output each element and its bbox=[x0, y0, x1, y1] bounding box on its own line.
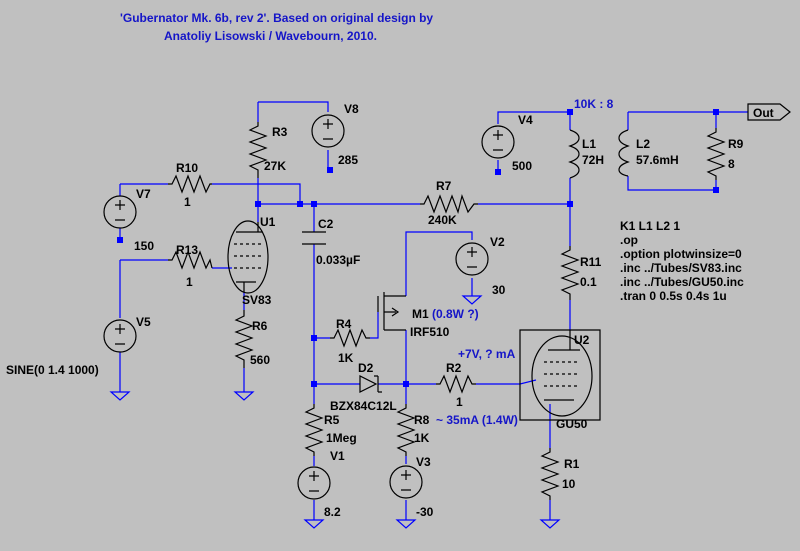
label-c2-value: 0.033µF bbox=[316, 253, 360, 267]
label-l1-name: L1 bbox=[582, 137, 596, 151]
label-v1-name: V1 bbox=[330, 449, 345, 463]
directive-line: K1 L1 L2 1 bbox=[620, 219, 680, 233]
label-v3-value: -30 bbox=[416, 505, 434, 519]
resistor-R4 bbox=[330, 328, 370, 348]
label-l2-value: 57.6mH bbox=[636, 153, 679, 167]
resistor-R7 bbox=[420, 193, 478, 215]
component-labels: R3 27K V8 285 R10 1 V7 150 R13 1 V5 SINE… bbox=[6, 97, 744, 519]
title-line-2: Anatoliy Lisowski / Wavebourn, 2010. bbox=[164, 29, 377, 43]
label-v5-name: V5 bbox=[136, 315, 151, 329]
label-v7-value: 150 bbox=[134, 239, 154, 253]
label-r11-value: 0.1 bbox=[580, 275, 597, 289]
label-r2-note: +7V, ? mA bbox=[458, 347, 516, 361]
title-line-1: 'Gubernator Mk. 6b, rev 2'. Based on ori… bbox=[120, 11, 433, 25]
resistor-R2 bbox=[436, 374, 476, 394]
label-r9-value: 8 bbox=[728, 157, 735, 171]
label-v8-value: 285 bbox=[338, 153, 358, 167]
label-v3-name: V3 bbox=[416, 455, 431, 469]
resistor-R11 bbox=[560, 246, 580, 300]
label-r13-name: R13 bbox=[176, 243, 198, 257]
label-l2-name: L2 bbox=[636, 137, 650, 151]
label-u2-name: U2 bbox=[574, 333, 590, 347]
label-r8-value: 1K bbox=[414, 431, 430, 445]
label-u1-value: SV83 bbox=[242, 293, 272, 307]
label-r4-value: 1K bbox=[338, 351, 354, 365]
label-u1-name: U1 bbox=[260, 215, 276, 229]
directive-line: .option plotwinsize=0 bbox=[620, 247, 742, 261]
resistor-R5 bbox=[304, 404, 324, 456]
label-r1-name: R1 bbox=[564, 457, 580, 471]
label-r4-name: R4 bbox=[336, 317, 352, 331]
directive-line: .inc ../Tubes/SV83.inc bbox=[620, 261, 742, 275]
label-transformer-ratio: 10K : 8 bbox=[574, 97, 614, 111]
resistor-R10 bbox=[168, 174, 212, 194]
mosfet-M1 bbox=[377, 292, 406, 331]
label-m1-name: M1 bbox=[412, 307, 429, 321]
directive-line: .op bbox=[620, 233, 638, 247]
junctions bbox=[117, 109, 719, 387]
source-V4 bbox=[481, 125, 515, 159]
label-d2-value: BZX84C12L bbox=[330, 399, 397, 413]
label-m1-value: IRF510 bbox=[410, 325, 450, 339]
label-l1-value: 72H bbox=[582, 153, 604, 167]
inductor-L2 bbox=[618, 129, 630, 177]
label-r1-value: 10 bbox=[562, 477, 576, 491]
label-r7-value: 240K bbox=[428, 213, 457, 227]
output-port[interactable]: Out bbox=[747, 103, 791, 121]
source-V8 bbox=[311, 114, 345, 148]
label-m1-note: (0.8W ?) bbox=[432, 307, 479, 321]
directive-line: .inc ../Tubes/GU50.inc bbox=[620, 275, 744, 289]
source-V1 bbox=[297, 466, 331, 500]
resistor-R9 bbox=[706, 128, 726, 180]
spice-directives: K1 L1 L2 1 .op .option plotwinsize=0 .in… bbox=[620, 219, 744, 303]
source-V3 bbox=[389, 465, 423, 499]
label-r9-name: R9 bbox=[728, 137, 744, 151]
label-r2-name: R2 bbox=[446, 361, 462, 375]
label-v4-name: V4 bbox=[518, 113, 533, 127]
resistor-R3 bbox=[248, 122, 268, 178]
label-d2-name: D2 bbox=[358, 361, 374, 375]
resistor-R13 bbox=[168, 250, 213, 270]
label-r2-value: 1 bbox=[456, 395, 463, 409]
resistor-R8 bbox=[396, 404, 416, 456]
resistor-R6 bbox=[234, 310, 254, 368]
label-v7-name: V7 bbox=[136, 187, 151, 201]
zener-D2 bbox=[359, 375, 382, 393]
label-r11-name: R11 bbox=[580, 255, 602, 269]
label-r6-value: 560 bbox=[250, 353, 270, 367]
source-V2 bbox=[455, 242, 489, 276]
label-r7-name: R7 bbox=[436, 179, 452, 193]
label-v8-name: V8 bbox=[344, 102, 359, 116]
label-v5-value: SINE(0 1.4 1000) bbox=[6, 363, 99, 377]
source-V5 bbox=[103, 319, 137, 353]
inductor-L1 bbox=[568, 129, 580, 179]
label-c2-name: C2 bbox=[318, 217, 334, 231]
label-r8-note: ~ 35mA (1.4W) bbox=[436, 413, 518, 427]
capacitor-C2 bbox=[302, 231, 326, 245]
tube-U2 bbox=[519, 329, 601, 421]
wires bbox=[119, 101, 748, 520]
label-r10-value: 1 bbox=[184, 195, 191, 209]
label-r6-name: R6 bbox=[252, 319, 268, 333]
label-r10-name: R10 bbox=[176, 161, 198, 175]
output-port-label: Out bbox=[753, 106, 774, 120]
directive-line: .tran 0 0.5s 0.4s 1u bbox=[620, 289, 727, 303]
source-V7 bbox=[103, 195, 137, 229]
label-r8-name: R8 bbox=[414, 413, 430, 427]
label-r13-value: 1 bbox=[186, 275, 193, 289]
label-r5-value: 1Meg bbox=[326, 431, 357, 445]
label-v2-name: V2 bbox=[490, 235, 505, 249]
label-v4-value: 500 bbox=[512, 159, 532, 173]
label-r3-name: R3 bbox=[272, 125, 288, 139]
tube-U1 bbox=[227, 220, 269, 294]
label-r5-name: R5 bbox=[324, 413, 340, 427]
label-u2-value: GU50 bbox=[556, 417, 588, 431]
label-v2-value: 30 bbox=[492, 283, 506, 297]
resistor-R1 bbox=[540, 448, 560, 500]
label-v1-value: 8.2 bbox=[324, 505, 341, 519]
label-r3-value: 27K bbox=[264, 159, 286, 173]
